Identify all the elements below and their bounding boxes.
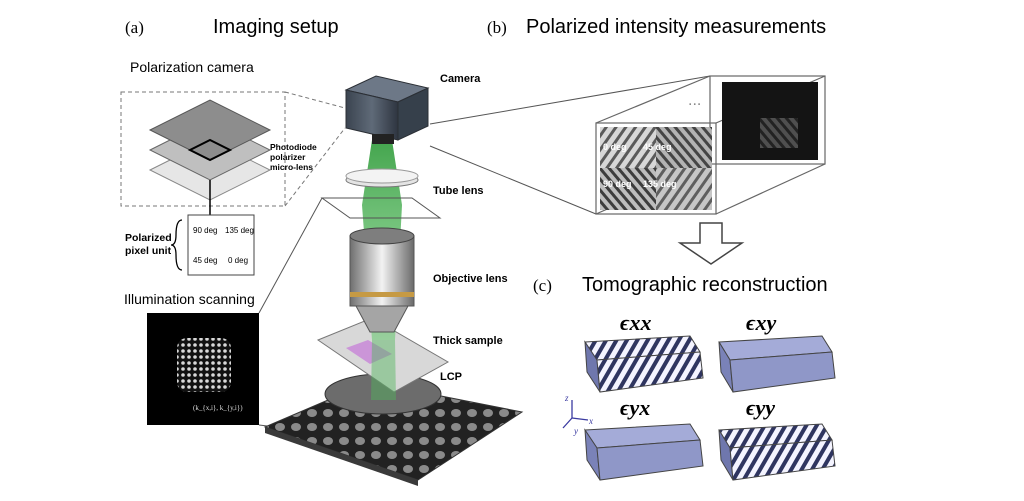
sensor-link-bottom [284, 127, 346, 207]
panel-b-letter: (b) [487, 18, 507, 37]
illumination-plane [320, 197, 442, 219]
scan-link-top [258, 197, 323, 314]
objective-lens-tip [355, 305, 409, 333]
lcp-label: LCP [440, 371, 462, 383]
measurement-link-bottom [429, 145, 597, 215]
sensor-layer-polarizer: polarizer [270, 152, 306, 162]
axis-z-label: z [564, 393, 569, 403]
camera-body [344, 75, 430, 144]
measurement-label-45: 45 deg [643, 142, 672, 152]
pixel-unit-0: 0 deg [228, 256, 248, 265]
panel-b-title: Polarized intensity measurements [526, 16, 826, 38]
camera-label: Camera [440, 73, 481, 85]
lcp-board-edge [265, 427, 418, 486]
sensor-layer-microlens: micro-lens [270, 162, 313, 172]
thick-sample-label: Thick sample [433, 335, 503, 347]
objective-lens-label: Objective lens [433, 273, 508, 285]
illumination-scanning-label: Illumination scanning [124, 291, 255, 307]
tomo-block-exy [718, 335, 836, 393]
measurement-label-135: 135 deg [643, 179, 677, 189]
sensor-link-top [284, 91, 346, 109]
pixel-unit-45: 45 deg [193, 256, 217, 265]
panel-c-letter: (c) [533, 276, 552, 295]
panel-a-letter: (a) [125, 18, 144, 37]
objective-lens-ring [350, 292, 414, 297]
tensor-label-exx: ϵxx [620, 310, 651, 335]
pixel-unit-box [187, 214, 255, 276]
axis-triad [562, 400, 589, 429]
objective-lens-top [349, 227, 415, 245]
tomo-block-eyy [718, 423, 836, 481]
pixel-unit-label-line2: pixel unit [125, 245, 172, 257]
sensor-detail-box [120, 91, 286, 207]
scan-coordinate-label: (k_{x,i}, k_{y,i}) [193, 404, 243, 412]
panel-a-title: Imaging setup [213, 16, 339, 38]
sample-specimen [346, 340, 392, 364]
pixel-unit-label-line1: Polarized [125, 232, 172, 244]
sensor-layer-photodiode: Photodiode [270, 142, 317, 152]
measurement-label-0: 0 deg [603, 142, 627, 152]
measurement-ellipsis: ... [688, 92, 701, 109]
axis-y-label: y [573, 426, 578, 436]
light-beam-lower [371, 340, 396, 400]
measurement-link-top [429, 75, 711, 125]
measurement-back-texture [760, 118, 798, 148]
pixel-unit-brace [170, 219, 183, 271]
tomo-block-eyx [584, 423, 704, 481]
tensor-label-exy: ϵxy [746, 310, 776, 335]
pixel-unit-90: 90 deg [193, 226, 217, 235]
down-arrow [677, 222, 745, 265]
tube-lens-label: Tube lens [433, 185, 484, 197]
axis-x-label: x [588, 416, 593, 426]
tensor-label-eyy: ϵyy [746, 395, 775, 420]
tube-lens-top [345, 168, 419, 184]
sensor-stack-illustration [148, 99, 272, 201]
measurement-label-90: 90 deg [603, 179, 632, 189]
pixel-unit-135: 135 deg [225, 226, 254, 235]
tensor-label-eyx: ϵyx [620, 395, 650, 420]
polarization-camera-label: Polarization camera [130, 59, 254, 75]
tomo-block-exx [584, 335, 704, 393]
panel-c-title: Tomographic reconstruction [582, 274, 828, 296]
illumination-scan-pattern [177, 338, 231, 392]
measurement-front-image [600, 127, 712, 210]
